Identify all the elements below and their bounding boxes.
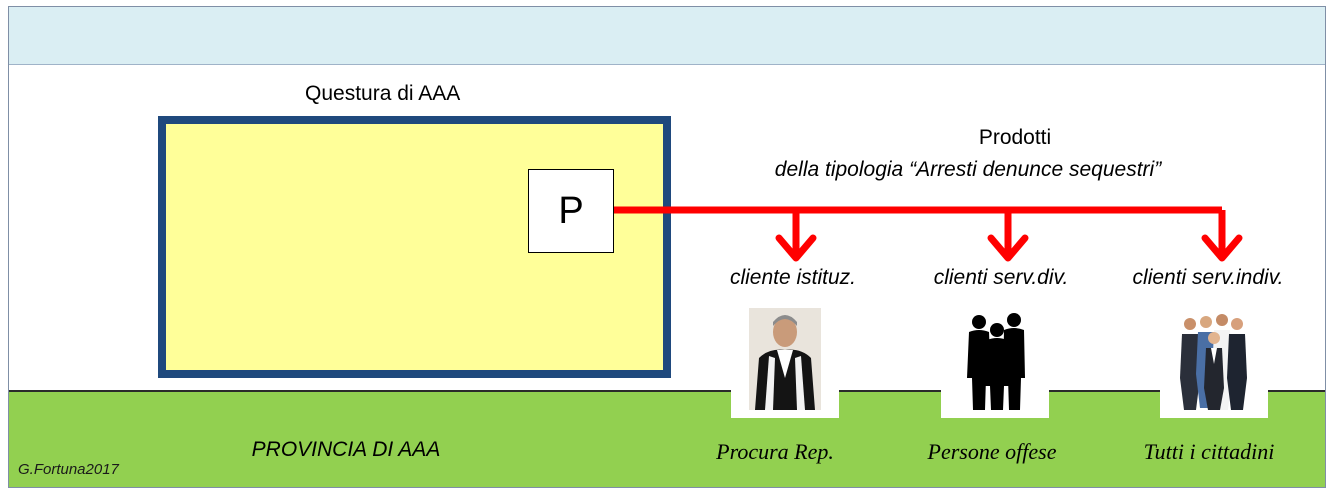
province-ground (9, 390, 1325, 487)
products-subtitle: della tipologia “Arresti denunce sequest… (774, 158, 1162, 181)
group-label-persone-offese: Persone offese (927, 439, 1057, 464)
magistrate-photo (749, 308, 821, 410)
citizens-group-photo (1178, 308, 1250, 410)
citizens-photo-card (1160, 300, 1268, 418)
author-credit: G.Fortuna2017 (18, 461, 119, 478)
arrow-head-1 (775, 234, 817, 262)
product-box: P (528, 169, 614, 253)
header-band (9, 7, 1325, 65)
arrow-head-3 (1201, 234, 1243, 262)
silhouettes-photo-card (941, 300, 1049, 418)
client-label-serv-div: clienti serv.div. (933, 266, 1069, 289)
products-title: Prodotti (978, 126, 1052, 149)
province-label: PROVINCIA DI AAA (251, 438, 441, 461)
questura-label: Questura di AAA (305, 82, 461, 105)
arrow-head-2 (987, 234, 1029, 262)
group-label-procura: Procura Rep. (716, 439, 834, 464)
silhouettes-photo (959, 308, 1031, 410)
client-label-serv-indiv: clienti serv.indiv. (1132, 266, 1284, 289)
client-label-istituz: cliente istituz. (729, 266, 857, 289)
group-label-tutti-cittadini: Tutti i cittadini (1143, 439, 1275, 464)
magistrate-photo-card (731, 300, 839, 418)
